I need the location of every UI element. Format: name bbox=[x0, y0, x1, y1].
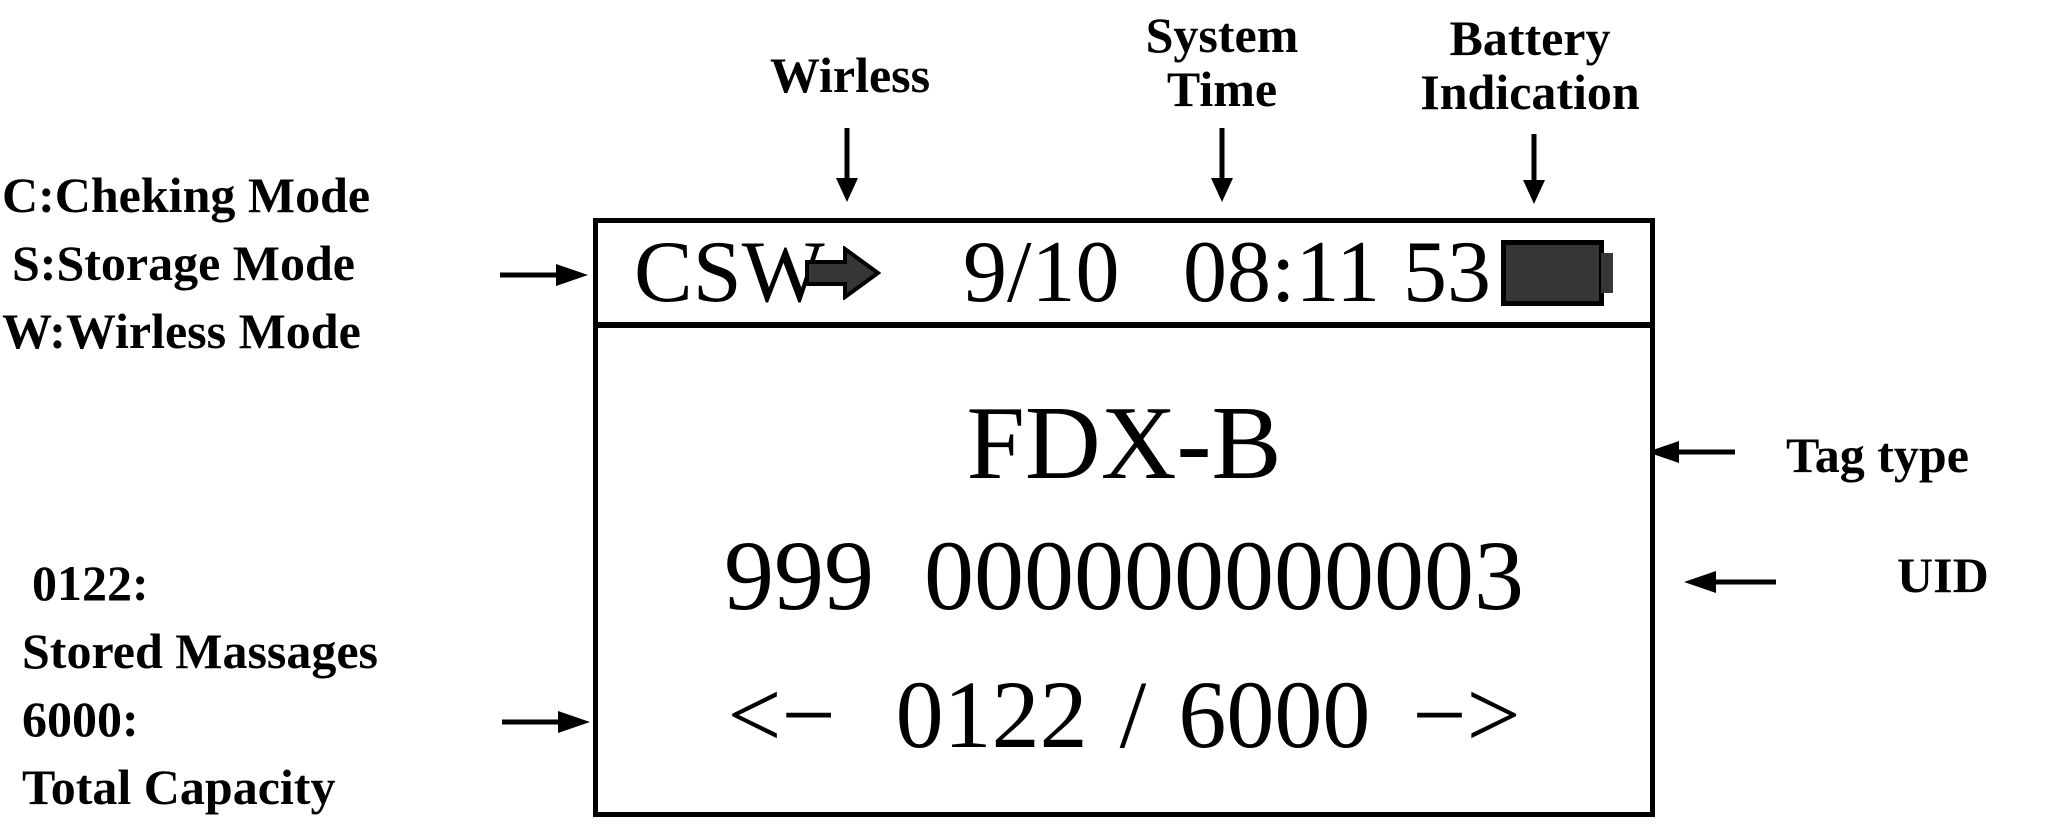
system-time-label-line2: Time bbox=[1166, 61, 1278, 117]
battery-indication-label: Battery Indication bbox=[1405, 11, 1655, 119]
tag-type-value: FDX-B bbox=[966, 384, 1282, 501]
storage-legend-stored-value: 0122: bbox=[32, 555, 149, 611]
battery-indication-label-line2: Indication bbox=[1420, 64, 1640, 120]
pager-total-value: 6000 bbox=[1178, 661, 1371, 768]
storage-legend: 0122: Stored Massages 6000: Total Capaci… bbox=[22, 549, 378, 821]
battery-icon bbox=[1501, 239, 1613, 306]
storage-legend-right-arrow-icon bbox=[502, 711, 590, 733]
system-time-label-line1: System bbox=[1145, 7, 1299, 63]
battery-indication-label-line1: Battery bbox=[1449, 10, 1611, 66]
system-date-value: 9/10 bbox=[963, 223, 1120, 321]
wireless-status-arrow-icon bbox=[805, 245, 881, 300]
uid-label: UID bbox=[1897, 547, 1989, 603]
device-screen: CSW 9/10 08:11 53 FDX-B 999 000000000003… bbox=[593, 218, 1655, 817]
screen-main-area: FDX-B 999 000000000003 <− 0122 / 6000 −> bbox=[598, 328, 1650, 812]
wireless-label: Wirless bbox=[769, 47, 931, 103]
wireless-down-arrow-icon bbox=[836, 128, 858, 202]
pager: <− 0122 / 6000 −> bbox=[598, 667, 1650, 763]
storage-legend-stored-label: Stored Massages bbox=[22, 623, 379, 679]
system-time-down-arrow-icon bbox=[1211, 128, 1233, 202]
mode-legend-right-arrow-icon bbox=[500, 264, 588, 286]
system-time-value: 08:11 bbox=[1183, 223, 1381, 321]
tag-type-label: Tag type bbox=[1786, 427, 1969, 483]
mode-legend-storage: S:Storage Mode bbox=[12, 235, 355, 291]
mode-legend-wireless: W:Wirless Mode bbox=[2, 303, 361, 359]
mode-legend-checking: C:Cheking Mode bbox=[2, 167, 371, 223]
tag-type-left-arrow-icon bbox=[1647, 441, 1735, 463]
mode-legend: C:Cheking Mode S:Storage Mode W:Wirless … bbox=[2, 161, 370, 365]
uid-value: 999 000000000003 bbox=[724, 520, 1524, 631]
storage-legend-capacity-label: Total Capacity bbox=[22, 759, 336, 815]
pager-separator: / bbox=[1119, 661, 1147, 768]
pager-prev-arrow: <− bbox=[727, 661, 836, 768]
battery-down-arrow-icon bbox=[1523, 134, 1545, 204]
mode-indicator: CSW bbox=[634, 223, 825, 321]
uid-left-arrow-icon bbox=[1684, 571, 1776, 593]
battery-percent-value: 53 bbox=[1403, 223, 1491, 321]
pager-next-arrow: −> bbox=[1412, 661, 1521, 768]
status-bar: CSW 9/10 08:11 53 bbox=[598, 223, 1650, 328]
system-time-label: System Time bbox=[1122, 8, 1322, 116]
storage-legend-capacity-value: 6000: bbox=[22, 691, 139, 747]
pager-current-value: 0122 bbox=[895, 661, 1088, 768]
